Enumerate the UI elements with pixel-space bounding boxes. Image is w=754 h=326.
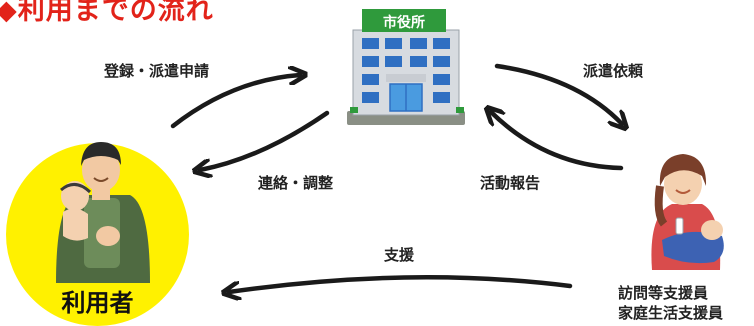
label-register: 登録・派遣申請 [104, 62, 210, 80]
supporter-label-line2: 家庭生活支援員 [618, 304, 724, 322]
supporter-label-line1: 訪問等支援員 [618, 284, 709, 302]
city-hall-icon [347, 9, 465, 125]
user-label: 利用者 [61, 289, 134, 317]
label-support: 支援 [384, 246, 415, 264]
arrow-contact [200, 110, 330, 170]
label-dispatch-request: 派遣依頼 [583, 62, 644, 80]
mother-with-baby-icon [651, 154, 724, 270]
arrow-register [170, 75, 300, 129]
arrow-dispatch-request [494, 63, 622, 124]
city-hall-sign: 市役所 [383, 14, 425, 31]
arrow-activity-report [491, 112, 624, 171]
page-title: ◆利用までの流れ [0, 0, 214, 26]
supporter-label: 訪問等支援員 家庭生活支援員 [618, 283, 754, 323]
father-with-baby-icon [56, 142, 150, 283]
label-activity-report: 活動報告 [480, 174, 541, 192]
arrow-support [229, 275, 573, 292]
label-contact: 連絡・調整 [258, 174, 334, 192]
